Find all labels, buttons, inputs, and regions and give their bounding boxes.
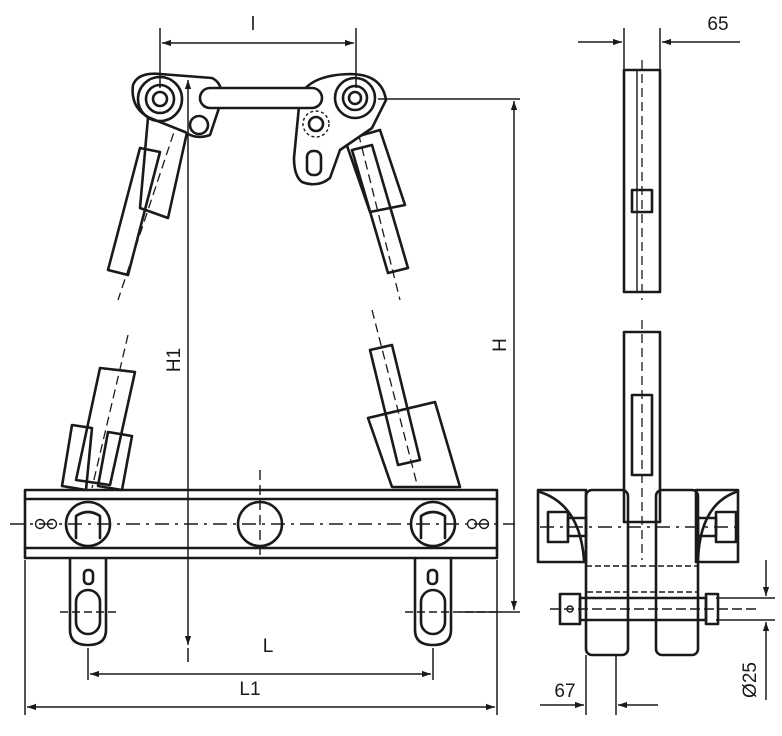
dim-65-label: 65 [707, 14, 728, 35]
dim-d25-label: Ø25 [740, 662, 761, 698]
left-lower-arm [60, 334, 137, 492]
right-upper-arm [343, 119, 410, 301]
dim-h1-label: H1 [164, 348, 185, 372]
main-beam [10, 470, 515, 560]
left-hanger [60, 556, 116, 647]
right-hanger [405, 556, 500, 647]
dimensions: l H1 H L L1 65 67 [24, 14, 775, 715]
side-view [536, 60, 760, 657]
side-upper-bar [622, 60, 662, 300]
link-bar [198, 86, 324, 110]
dim-l1-label: L1 [239, 679, 260, 700]
right-lower-arm [366, 309, 462, 489]
side-clamp [536, 488, 760, 657]
front-view [10, 72, 515, 647]
dim-h-label: H [490, 338, 511, 352]
dim-l-label: l [251, 14, 255, 35]
dim-l-bottom-label: L [263, 636, 274, 657]
side-lower-bar [622, 320, 662, 560]
dim-67-label: 67 [554, 681, 575, 702]
